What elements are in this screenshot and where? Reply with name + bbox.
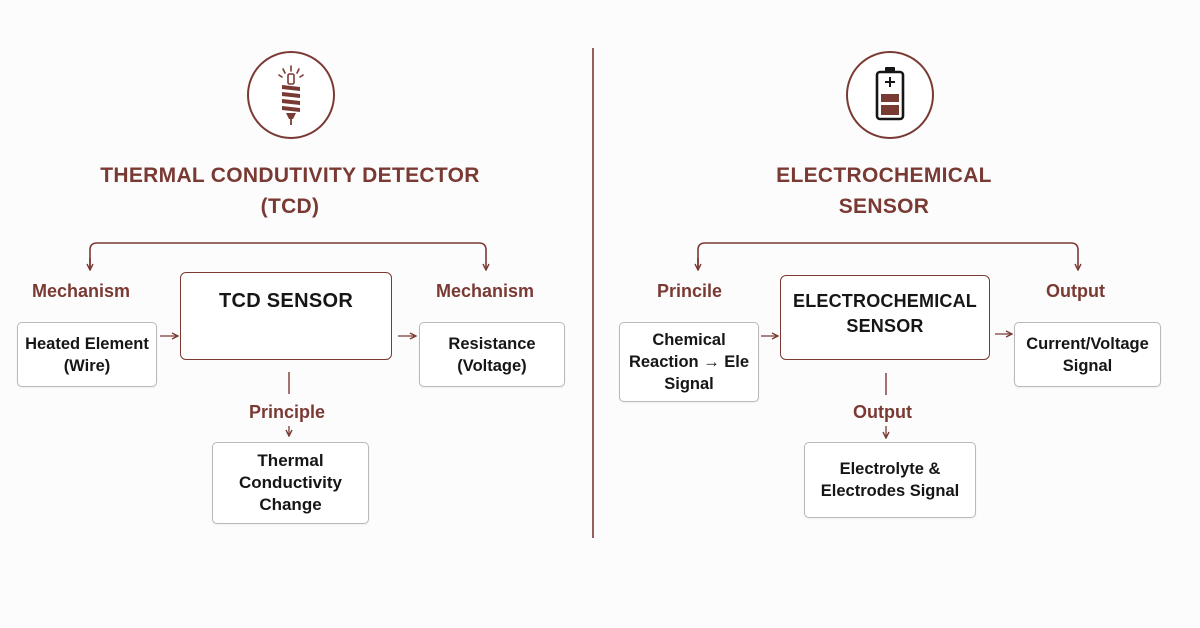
echem-bottom-box-line1: Electrolyte & [839, 460, 941, 478]
tcd-bottom-box-line2: Conductivity [239, 473, 342, 492]
tcd-bottom-label: Principle [249, 402, 326, 422]
tcd-sensor-label: TCD SENSOR [218, 290, 354, 312]
tcd-right-box-line1: Resistance [448, 334, 536, 353]
tcd-left-box-line1: Heated Element [25, 334, 149, 353]
battery-icon [875, 67, 905, 121]
echem-left-box-line2: Reaction → Ele [628, 353, 750, 371]
tcd-right-box-line2: (Voltage) [457, 356, 527, 375]
echem-left-box-line3: Signal [664, 375, 714, 393]
echem-sensor-label-line2: SENSOR [846, 316, 924, 336]
echem-bottom-box-line2: Electrodes Signal [820, 482, 960, 500]
echem-title-line2: SENSOR [838, 195, 930, 218]
echem-right-box: Current/Voltage Signal [1014, 322, 1161, 387]
tcd-bottom-box: Thermal Conductivity Change [212, 442, 369, 524]
tcd-title-line2: (TCD) [260, 195, 320, 218]
echem-icon-circle [846, 51, 934, 139]
tcd-bottom-box-line3: Change [259, 495, 322, 514]
tcd-title: THERMAL CONDUTIVITY DETECTOR (TCD) [60, 160, 520, 222]
tcd-icon-circle [247, 51, 335, 139]
tcd-title-line1: THERMAL CONDUTIVITY DETECTOR [100, 164, 480, 187]
echem-title-line1: ELECTROCHEMICAL [776, 164, 992, 187]
tcd-right-label: Mechanism [436, 281, 535, 301]
tcd-bottom-box-line1: Thermal [257, 451, 324, 470]
heated-coil-icon [278, 65, 304, 125]
tcd-top-bracket [89, 242, 486, 270]
tcd-left-box-line2: (Wire) [63, 356, 111, 375]
echem-title: ELECTROCHEMICAL SENSOR [684, 160, 1084, 222]
echem-bottom-label: Output [853, 402, 912, 422]
echem-top-bracket [697, 242, 1078, 270]
echem-sensor-label-line1: ELECTROCHEMICAL [793, 291, 977, 311]
tcd-left-box: Heated Element (Wire) [17, 322, 157, 387]
echem-sensor-box: ELECTROCHEMICAL SENSOR [780, 275, 990, 360]
echem-right-box-line1: Current/Voltage [1026, 334, 1149, 353]
echem-bottom-box: Electrolyte & Electrodes Signal [804, 442, 976, 518]
echem-right-label: Output [1046, 281, 1105, 301]
tcd-left-label: Mechanism [32, 281, 131, 301]
echem-right-box-line2: Signal [1062, 356, 1113, 375]
echem-left-box: Chemical Reaction → Ele Signal [619, 322, 759, 402]
tcd-sensor-box: TCD SENSOR [180, 272, 392, 360]
tcd-right-box: Resistance (Voltage) [419, 322, 565, 387]
echem-left-box-line1: Chemical [652, 331, 726, 349]
echem-left-label: Princile [657, 281, 723, 301]
